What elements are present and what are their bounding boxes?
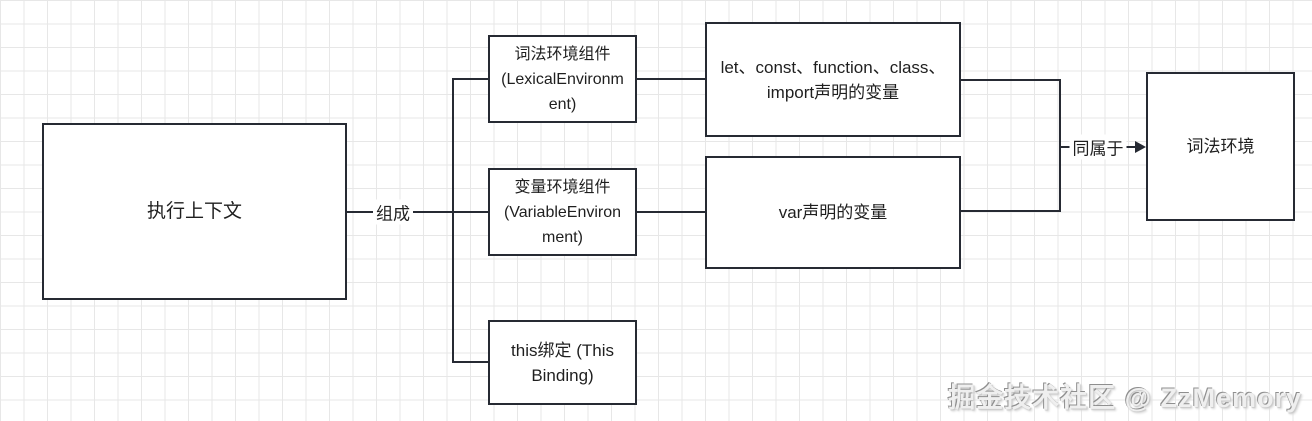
watermark-text: 掘金技术社区 @ ZzMemory — [948, 383, 1302, 413]
node-lexical-environment: 词法环境 — [1146, 72, 1295, 221]
node-lexical-component-line2: (LexicalEnvironm — [501, 70, 624, 88]
edge-let-to-bracket — [959, 79, 1061, 81]
node-execution-context: 执行上下文 — [42, 123, 347, 300]
node-var-declared-label: var声明的变量 — [778, 203, 888, 222]
node-lexical-component-line1: 词法环境组件 — [514, 45, 611, 63]
edge-bracket-vertical — [1059, 79, 1061, 212]
node-var-declared-vars: var声明的变量 — [705, 156, 961, 269]
edge-label-compose: 组成 — [373, 199, 413, 225]
node-execution-context-label: 执行上下文 — [146, 201, 242, 222]
edge-branch-vertical — [452, 78, 454, 363]
edge-lexical-component-to-let — [637, 78, 705, 80]
edge-branch-to-lexical-component — [452, 78, 488, 80]
node-lexical-component-line3: ent) — [548, 95, 577, 113]
node-let-const-line2: import声明的变量 — [766, 82, 900, 102]
node-lexical-environment-component: 词法环境组件 (LexicalEnvironm ent) — [488, 35, 637, 123]
edge-var-to-bracket — [959, 210, 1061, 212]
node-variable-component-line3: ment) — [542, 228, 583, 246]
node-variable-component-line2: (VariableEnviron — [503, 203, 622, 221]
edge-variable-component-to-var — [637, 211, 705, 213]
arrowhead-icon — [1135, 141, 1146, 153]
node-this-binding-line2: Binding) — [531, 365, 594, 385]
node-lexical-environment-label: 词法环境 — [1186, 137, 1255, 156]
edge-label-belong: 同属于 — [1069, 134, 1127, 160]
node-variable-component-line1: 变量环境组件 — [514, 178, 611, 196]
node-this-binding: this绑定 (This Binding) — [488, 320, 637, 405]
edge-branch-to-this-binding — [452, 361, 488, 363]
node-this-binding-line1: this绑定 (This — [511, 340, 614, 360]
edge-exec-to-branch — [347, 211, 488, 213]
node-let-const-line1: let、const、function、class、 — [720, 57, 946, 77]
node-let-const-declared-vars: let、const、function、class、 import声明的变量 — [705, 22, 961, 137]
node-variable-environment-component: 变量环境组件 (VariableEnviron ment) — [488, 168, 637, 256]
